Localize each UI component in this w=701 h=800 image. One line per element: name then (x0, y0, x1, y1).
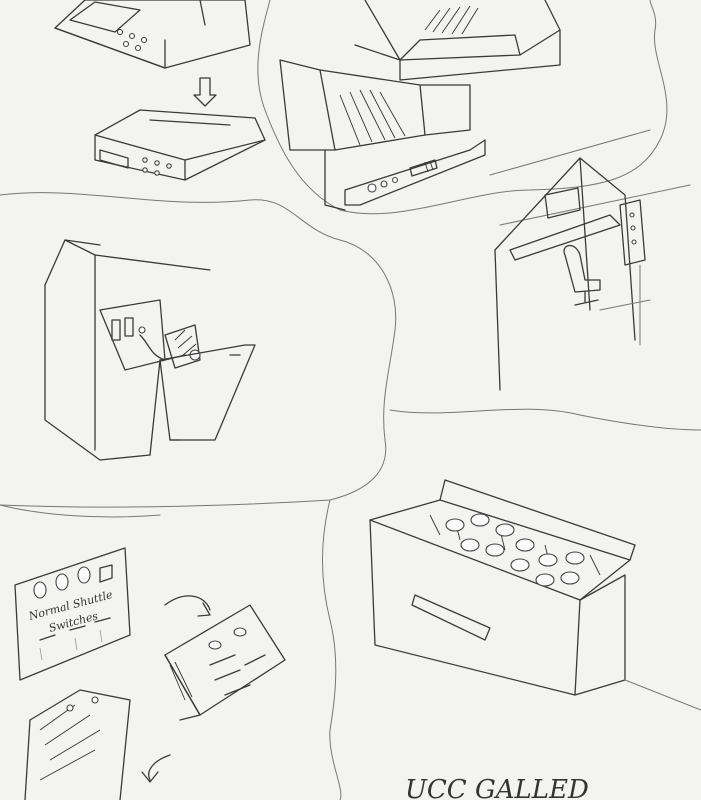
knob-drawer-sketch (369, 479, 701, 711)
switch-panel-sketch (14, 547, 286, 800)
console-sketch-bottom (94, 109, 266, 181)
hood-console-sketch (279, 0, 561, 211)
down-arrow (193, 77, 217, 107)
console-sketch-top (54, 0, 251, 69)
sheet-caption: UCC GALLED (405, 775, 589, 800)
cabinet-sketch (44, 239, 256, 461)
booth-sketch (489, 129, 691, 391)
